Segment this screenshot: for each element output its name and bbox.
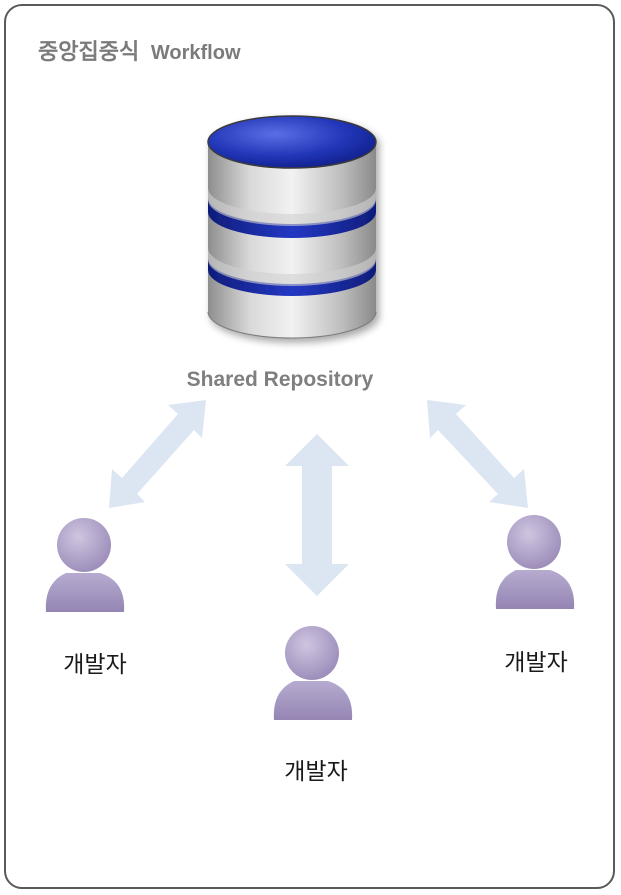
person-icon-right [495, 515, 575, 609]
developer-label-left: 개발자 [63, 652, 127, 678]
developer-label-right: 개발자 [504, 650, 568, 676]
title-korean: 중앙집중식 [38, 40, 140, 65]
panel-title: 중앙집중식 Workflow [38, 34, 241, 66]
arrow-right-sync [427, 400, 528, 508]
person-icon-center [273, 626, 353, 720]
arrow-left-sync [109, 400, 206, 508]
arrow-center-sync [285, 434, 349, 596]
database-icon [207, 115, 377, 339]
person-icon-left [45, 518, 125, 612]
repository-label: Shared Repository [186, 368, 374, 391]
title-english: Workflow [150, 42, 241, 64]
developer-label-center: 개발자 [284, 759, 348, 785]
